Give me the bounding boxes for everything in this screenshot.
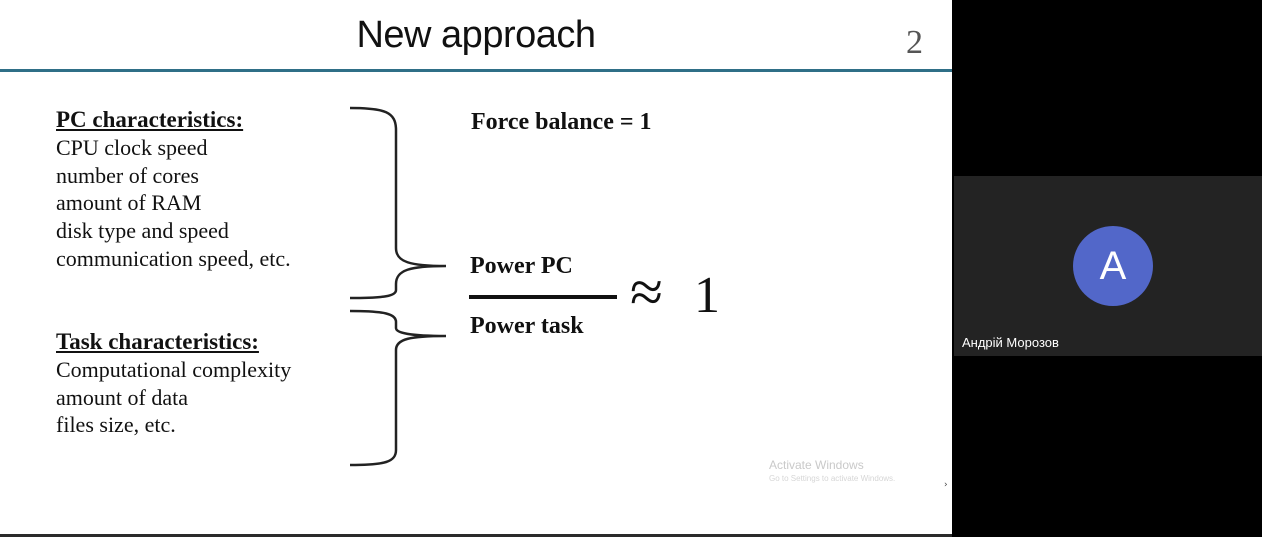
pc-characteristics-heading: PC characteristics: bbox=[56, 107, 244, 132]
slide-bottom-edge bbox=[0, 534, 952, 537]
list-item: files size, etc. bbox=[56, 412, 176, 438]
fraction-bar bbox=[469, 295, 617, 299]
slide-title: New approach bbox=[356, 14, 596, 56]
list-item: amount of RAM bbox=[56, 190, 202, 216]
slide-number: 2 bbox=[906, 24, 923, 61]
activate-windows-subtitle: Go to Settings to activate Windows. bbox=[769, 474, 896, 483]
activate-windows-title: Activate Windows bbox=[769, 458, 864, 472]
task-characteristics-heading: Task characteristics: bbox=[56, 329, 259, 354]
approx-value: 1 bbox=[694, 267, 720, 324]
participant-tile[interactable]: A Андрій Морозов bbox=[954, 176, 1262, 356]
list-item: communication speed, etc. bbox=[56, 245, 291, 271]
list-item: disk type and speed bbox=[56, 218, 229, 244]
shared-slide: New approach 2 PC characteristics: CPU c… bbox=[0, 0, 952, 534]
title-rule bbox=[0, 69, 952, 72]
list-item: amount of data bbox=[56, 384, 188, 410]
cursor-icon: › bbox=[944, 480, 948, 490]
approx-sign: ≈ bbox=[630, 259, 663, 325]
braces-graphic bbox=[349, 106, 447, 467]
force-balance-label: Force balance = 1 bbox=[471, 109, 652, 135]
avatar: A bbox=[1073, 226, 1153, 306]
list-item: number of cores bbox=[56, 162, 199, 188]
fraction-denominator: Power task bbox=[470, 313, 584, 339]
list-item: CPU clock speed bbox=[56, 135, 208, 160]
task-characteristics-list: Computational complexity amount of data … bbox=[56, 356, 291, 439]
participant-name: Андрій Морозов bbox=[962, 335, 1059, 350]
fraction-numerator: Power PC bbox=[470, 253, 573, 279]
list-item: Computational complexity bbox=[56, 357, 292, 382]
pc-brace bbox=[349, 106, 447, 300]
task-brace bbox=[349, 309, 447, 467]
pc-characteristics-list: CPU clock speed number of cores amount o… bbox=[56, 134, 291, 273]
